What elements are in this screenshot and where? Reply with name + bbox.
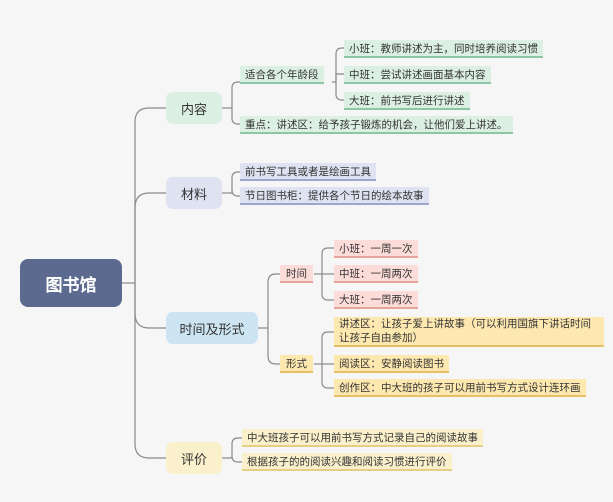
content-age-group[interactable]: 适合各个年龄段 <box>240 66 324 84</box>
time-big-class[interactable]: 大班：一周两次 <box>334 291 418 309</box>
form-node[interactable]: 形式 <box>280 355 313 373</box>
evaluation-item-record[interactable]: 中大班孩子可以用前书写方式记录自己的阅读故事 <box>242 429 483 447</box>
time-small-class[interactable]: 小班：一周一次 <box>334 240 418 258</box>
branch-content[interactable]: 内容 <box>166 92 222 124</box>
content-middle-class[interactable]: 中班：尝试讲述画面基本内容 <box>344 66 491 84</box>
content-big-class[interactable]: 大班：前书写后进行讲述 <box>344 92 470 110</box>
form-creation-area[interactable]: 创作区：中大班的孩子可以用前书写方式设计连环画 <box>334 379 586 397</box>
branch-evaluation[interactable]: 评价 <box>166 442 222 474</box>
content-small-class[interactable]: 小班：教师讲述为主，同时培养阅读习惯 <box>344 40 543 58</box>
materials-item-holiday-cabinet[interactable]: 节日图书柜：提供各个节日的绘本故事 <box>240 187 429 205</box>
branch-time-form[interactable]: 时间及形式 <box>166 312 258 344</box>
form-reading-area[interactable]: 阅读区：安静阅读图书 <box>334 355 449 373</box>
time-node[interactable]: 时间 <box>280 265 313 283</box>
time-middle-class[interactable]: 中班：一周两次 <box>334 265 418 283</box>
form-speech-area[interactable]: 讲述区：让孩子爱上讲故事（可以利用国旗下讲话时间让孩子自由参加） <box>334 317 604 347</box>
evaluation-item-interest[interactable]: 根据孩子的的阅读兴趣和阅读习惯进行评价 <box>242 453 452 471</box>
branch-materials[interactable]: 材料 <box>166 177 222 209</box>
content-focus[interactable]: 重点：讲述区：给予孩子锻炼的机会，让他们爱上讲述。 <box>240 116 513 134</box>
materials-item-tools[interactable]: 前书写工具或者是绘画工具 <box>240 163 376 181</box>
root-node[interactable]: 图书馆 <box>20 259 122 307</box>
